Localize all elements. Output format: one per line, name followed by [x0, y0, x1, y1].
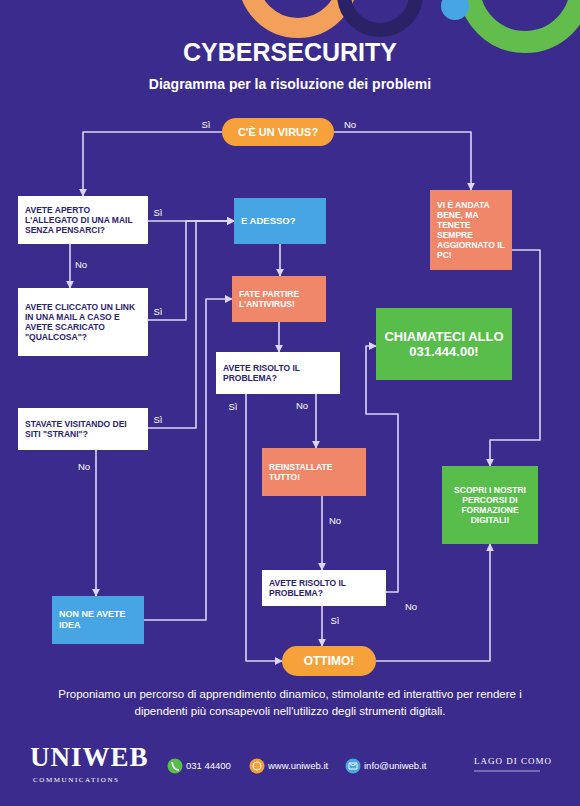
- logo-wordmark: UNIWEB: [30, 742, 149, 773]
- connector-arrow: [246, 394, 282, 661]
- edge-label: No: [75, 259, 87, 270]
- node-text: C'È UN VIRUS?: [229, 126, 327, 139]
- connector-arrow: [321, 496, 323, 570]
- edge-label: Sì: [202, 119, 211, 130]
- edge-label: No: [405, 601, 417, 612]
- question-box: STAVATE VISITANDO DEI SITI "STRANI"?: [18, 408, 148, 450]
- edge-label: No: [329, 515, 341, 526]
- status-box: NON NE AVETE IDEA: [52, 596, 144, 644]
- node-text: AVETE APERTO L'ALLEGATO DI UNA MAIL SENZ…: [25, 205, 141, 235]
- phone-glyph: [172, 762, 179, 770]
- partner-logo: LAGO DI COMO: [474, 756, 552, 766]
- logo-rule: [474, 771, 540, 772]
- node-text: NON NE AVETE IDEA: [59, 609, 137, 630]
- node-text: OTTIMO!: [289, 654, 369, 668]
- question-box: AVETE APERTO L'ALLEGATO DI UNA MAIL SENZ…: [18, 196, 148, 244]
- contact-mail: info@uniweb.it: [364, 760, 426, 771]
- connector-arrow: [95, 450, 97, 596]
- connector-arrow: [334, 132, 471, 190]
- connector-arrow: [279, 244, 281, 276]
- contact-phone: 031 44400: [186, 760, 231, 771]
- connector-arrow: [83, 132, 222, 196]
- question-box: AVETE RISOLTO IL PROBLEMA?: [216, 352, 340, 394]
- result-pill: OTTIMO!: [282, 646, 376, 676]
- node-text: STAVATE VISITANDO DEI SITI "STRANI"?: [25, 419, 141, 439]
- mail-icon: [346, 759, 361, 774]
- edge-label: Sì: [229, 401, 238, 412]
- globe-glyph: [253, 762, 261, 770]
- connector-arrow: [144, 299, 232, 620]
- edge-label: No: [344, 119, 356, 130]
- node-text: AVETE RISOLTO IL PROBLEMA?: [269, 578, 379, 598]
- edge-label: Sì: [154, 306, 163, 317]
- action-box: FATE PARTIRE L'ANTIVIRUS!: [232, 276, 326, 322]
- edge-label: No: [78, 461, 90, 472]
- connector-arrow: [315, 394, 317, 448]
- contact-box: CHIAMATECI ALLO 031.444.00!: [376, 308, 512, 380]
- connector-arrow: [148, 221, 234, 428]
- caption: Proponiamo un percorso di apprendimento …: [36, 686, 544, 719]
- node-text: VI È ANDATA BENE, MA TENETE SEMPRE AGGIO…: [437, 200, 505, 260]
- decor-ring: [344, 0, 416, 30]
- action-box: REINSTALLATE TUTTO!: [262, 448, 366, 496]
- decor-dot: [441, 0, 469, 20]
- logo-tagline: COMMUNICATIONS: [33, 776, 120, 784]
- status-box: E ADESSO?: [234, 198, 326, 244]
- node-text: SCOPRI I NOSTRI PERCORSI DI FORMAZIONE D…: [449, 485, 531, 525]
- connector-arrow: [366, 346, 398, 592]
- connector-arrow: [69, 244, 71, 288]
- decor-ring: [469, 0, 580, 42]
- action-box: VI È ANDATA BENE, MA TENETE SEMPRE AGGIO…: [430, 190, 512, 270]
- node-text: CHIAMATECI ALLO 031.444.00!: [383, 329, 505, 360]
- node-text: REINSTALLATE TUTTO!: [269, 462, 359, 482]
- title: CYBERSECURITY: [0, 38, 580, 67]
- node-text: AVETE RISOLTO IL PROBLEMA?: [223, 363, 333, 383]
- question-box: AVETE CLICCATO UN LINK IN UNA MAIL A CAS…: [18, 288, 148, 356]
- connector-arrow: [148, 221, 234, 320]
- node-text: AVETE CLICCATO UN LINK IN UNA MAIL A CAS…: [25, 302, 141, 342]
- edge-label: Sì: [154, 207, 163, 218]
- promo-box: SCOPRI I NOSTRI PERCORSI DI FORMAZIONE D…: [442, 466, 538, 544]
- contact-web: www.uniweb.it: [268, 760, 328, 771]
- edge-label: Sì: [331, 615, 340, 626]
- phone-icon: [168, 759, 183, 774]
- connector-arrow: [278, 322, 280, 352]
- edge-label: No: [296, 400, 308, 411]
- question-box: AVETE RISOLTO IL PROBLEMA?: [262, 570, 386, 606]
- connector-arrow: [376, 544, 490, 661]
- subtitle: Diagramma per la risoluzione dei problem…: [0, 76, 580, 92]
- edge-label: Sì: [154, 414, 163, 425]
- connector-arrow: [321, 606, 323, 646]
- decision-pill: C'È UN VIRUS?: [222, 118, 334, 146]
- node-text: FATE PARTIRE L'ANTIVIRUS!: [239, 289, 319, 309]
- mail-glyph: [349, 763, 357, 769]
- decor-ring: [248, 0, 348, 28]
- web-icon: [250, 759, 265, 774]
- node-text: E ADESSO?: [241, 215, 319, 226]
